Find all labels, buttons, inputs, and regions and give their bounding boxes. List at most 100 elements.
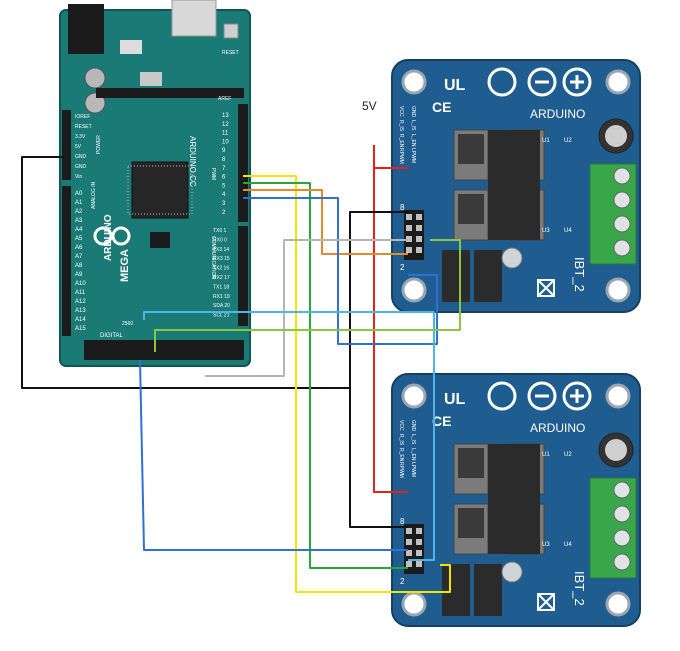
chip-label: U3 (542, 228, 550, 234)
wire-lime (154, 239, 461, 352)
driver-pin-label: R_EN (398, 448, 404, 462)
pwm-pin-label: 8 (222, 157, 226, 163)
mounting-hole (401, 383, 427, 409)
pwm-pin-label: 11 (222, 131, 229, 137)
mounting-hole (605, 383, 631, 409)
header-pin-marker-top: 8 (400, 517, 405, 526)
chip-label: U1 (542, 452, 550, 458)
atmega-chip (131, 161, 189, 219)
arduino-website: ARDUINO.CC (188, 136, 197, 187)
chip-label: U2 (564, 138, 572, 144)
wire-light-blue (143, 311, 435, 561)
header-pin-marker-bottom: 2 (400, 577, 405, 586)
arduino-infinity-logo (93, 226, 131, 246)
power-header (62, 110, 71, 180)
mounting-hole (605, 69, 631, 95)
driver-ic (442, 250, 470, 302)
terminal-screw-icon (613, 167, 631, 185)
wire-gray (205, 239, 408, 377)
label-5v: 5V (362, 99, 377, 113)
ul-logo-icon (487, 381, 517, 411)
arduino-mega-board: IOREF RESET 3.3V 5V GND GND Vin ARDUINO … (59, 0, 251, 367)
digital-header (84, 340, 244, 360)
arduino-plus-icon (562, 67, 592, 97)
wire-yellow (243, 175, 451, 593)
analog-pin-label: A9 (75, 272, 83, 278)
reset-button (223, 23, 239, 39)
arduino-analog-label: ANALOG IN (91, 181, 97, 209)
pwm-pin-label: 2 (222, 210, 226, 216)
pwm-pin-label: 12 (222, 122, 229, 128)
driver-pin-label: L_EN (410, 134, 416, 147)
analog-pin-label: A7 (75, 254, 83, 260)
terminal-screw-icon (613, 505, 631, 523)
mounting-hole (401, 69, 427, 95)
svg-text:3.3V: 3.3V (75, 134, 86, 140)
analog-pin-label: A12 (75, 299, 86, 305)
driver-pin-label: LPWM (410, 462, 416, 477)
driver-pin-label: L_IS (410, 120, 416, 131)
analog-pin-label: A14 (75, 317, 86, 323)
comm-pin-label: RX1 19 (213, 294, 230, 300)
arduino-pin-labels-power: IOREF (75, 114, 90, 120)
driver-screw-icon (501, 247, 523, 269)
terminal-screw-icon (613, 529, 631, 547)
driver-pin-label: L_IS (410, 434, 416, 445)
arduino-model: MEGA (119, 249, 131, 282)
driver-pin-label: VCC (398, 420, 404, 431)
driver-pin-label: RPWM (398, 148, 404, 164)
driver-ic (442, 564, 470, 616)
terminal-screw-icon (613, 481, 631, 499)
usb-connector (171, 0, 217, 37)
svg-text:5V: 5V (75, 144, 82, 150)
terminal-screw-icon (613, 215, 631, 233)
arduino-minus-icon (527, 381, 557, 411)
chip-label: U3 (542, 542, 550, 548)
comm-pin-label: TX1 18 (213, 284, 229, 290)
comm-pin-label: TX2 16 (213, 266, 229, 272)
pwm-header (238, 104, 248, 222)
mounting-hole (605, 277, 631, 303)
header-top (96, 88, 244, 98)
driver-pin-label: VCC (398, 106, 404, 117)
driver-pin-label: R_IS (398, 120, 404, 132)
driver-pin-label: LPWM (410, 148, 416, 163)
wire-blue (243, 197, 438, 345)
analog-pin-label: A15 (75, 326, 86, 332)
terminal-screw-icon (613, 553, 631, 571)
svg-text:GND: GND (75, 154, 87, 160)
driver-brand: ARDUINO (530, 421, 585, 435)
pwm-pin-label: 3 (222, 201, 226, 207)
driver-ic (474, 250, 502, 302)
svg-text:RESET: RESET (75, 124, 92, 130)
weee-icon (537, 593, 555, 611)
ul-mark-icon: UL (444, 77, 466, 94)
arduino-aref-label: AREF (218, 96, 231, 102)
analog-pin-label: A4 (75, 227, 83, 233)
ul-mark-icon: UL (444, 391, 466, 408)
svg-text:Vin: Vin (75, 174, 82, 180)
wires (21, 145, 461, 593)
mounting-hole (401, 277, 427, 303)
heatsink (488, 130, 540, 240)
chip-label: U4 (564, 542, 572, 548)
driver-brand: ARDUINO (530, 107, 585, 121)
analog-pin-label: A2 (75, 209, 83, 215)
analog-pin-label: A6 (75, 245, 83, 251)
wire-blue-bottom (139, 359, 408, 551)
mounting-hole (401, 591, 427, 617)
comm-pin-label: TX0 1 (213, 228, 227, 234)
svg-text:GND: GND (75, 164, 87, 170)
comm-pin-label: RX0 0 (213, 237, 227, 243)
arduino-reset-label: RESET (222, 50, 239, 56)
wire-green (243, 182, 408, 569)
mounting-hole (605, 591, 631, 617)
driver-pin-label: R_IS (398, 434, 404, 446)
capacitor-top (605, 439, 627, 461)
terminal-screw-icon (613, 191, 631, 209)
ce-mark-icon: CE (432, 413, 451, 429)
